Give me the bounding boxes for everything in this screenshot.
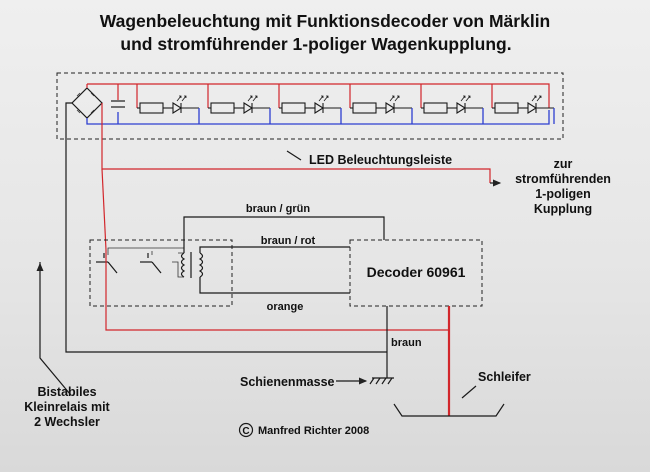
relay-label-line-2: Kleinrelais mit bbox=[24, 400, 110, 414]
pickup-bus bbox=[105, 250, 449, 331]
resistor bbox=[139, 102, 164, 114]
pickup-label: Schleifer bbox=[478, 370, 531, 384]
led-icon bbox=[243, 102, 254, 114]
resistor bbox=[352, 102, 377, 114]
resistor bbox=[423, 102, 448, 114]
return-wire bbox=[65, 102, 387, 353]
led-icon bbox=[527, 102, 538, 114]
led-strip-label: LED Beleuchtungsleiste bbox=[309, 153, 452, 167]
pickup-shoe bbox=[393, 403, 505, 417]
copyright-circle bbox=[238, 422, 254, 438]
relay-contacts bbox=[96, 247, 185, 274]
negative-rail bbox=[86, 110, 550, 125]
wire-brown-red bbox=[199, 246, 350, 253]
led-icon bbox=[456, 102, 467, 114]
positive-rail bbox=[87, 83, 550, 108]
ground-symbol bbox=[369, 377, 394, 385]
led-segment bbox=[136, 84, 200, 124]
led-segments bbox=[136, 84, 555, 124]
wire-brown-green-label: braun / grün bbox=[246, 203, 310, 215]
bridge-rectifier bbox=[71, 84, 103, 119]
wire-orange-label: orange bbox=[267, 301, 304, 313]
wire-brown-red-label: braun / rot bbox=[261, 235, 316, 247]
led-segment bbox=[278, 84, 342, 124]
coupling-wire bbox=[101, 103, 491, 183]
coupling-label-line-3: 1-poligen bbox=[535, 187, 591, 201]
decoder-label: Decoder 60961 bbox=[367, 264, 466, 280]
capacitor bbox=[111, 100, 125, 108]
resistor bbox=[210, 102, 235, 114]
led-icon bbox=[172, 102, 183, 114]
led-segment bbox=[207, 84, 271, 124]
wire-brown-label: braun bbox=[391, 337, 422, 349]
led-strip-frame bbox=[56, 72, 564, 140]
relay-label-line-1: Bistabiles bbox=[37, 385, 96, 399]
copyright-symbol: C bbox=[242, 426, 249, 437]
pickup-leader bbox=[461, 385, 477, 399]
resistor bbox=[281, 102, 306, 114]
coupling-label-line-1: zur bbox=[554, 157, 573, 171]
relay-label-line-3: 2 Wechsler bbox=[34, 415, 100, 429]
coupling-label-line-2: stromführenden bbox=[515, 172, 611, 186]
copyright-text: Manfred Richter 2008 bbox=[258, 425, 369, 437]
relay-coil bbox=[172, 252, 204, 278]
led-segment bbox=[420, 84, 484, 124]
wire-brown-green bbox=[183, 216, 385, 253]
coupling-label-line-4: Kupplung bbox=[534, 202, 592, 216]
wire-orange bbox=[199, 277, 350, 294]
led-icon bbox=[314, 102, 325, 114]
led-segment bbox=[491, 84, 555, 124]
rail-ground-label: Schienenmasse bbox=[240, 375, 335, 389]
led-segment bbox=[349, 84, 413, 124]
led-icon bbox=[385, 102, 396, 114]
coupling-label: zur stromführenden 1-poligen Kupplung bbox=[515, 157, 611, 216]
relay-leader bbox=[39, 262, 71, 395]
relay-feed-wire bbox=[101, 168, 107, 251]
title-line-2: und stromführender 1-poliger Wagenkupplu… bbox=[120, 34, 511, 54]
title-line-1: Wagenbeleuchtung mit Funktionsdecoder vo… bbox=[100, 11, 551, 31]
led-strip-leader bbox=[286, 150, 302, 161]
relay-frame bbox=[89, 239, 233, 307]
decoder-box bbox=[349, 239, 483, 307]
resistor bbox=[494, 102, 519, 114]
